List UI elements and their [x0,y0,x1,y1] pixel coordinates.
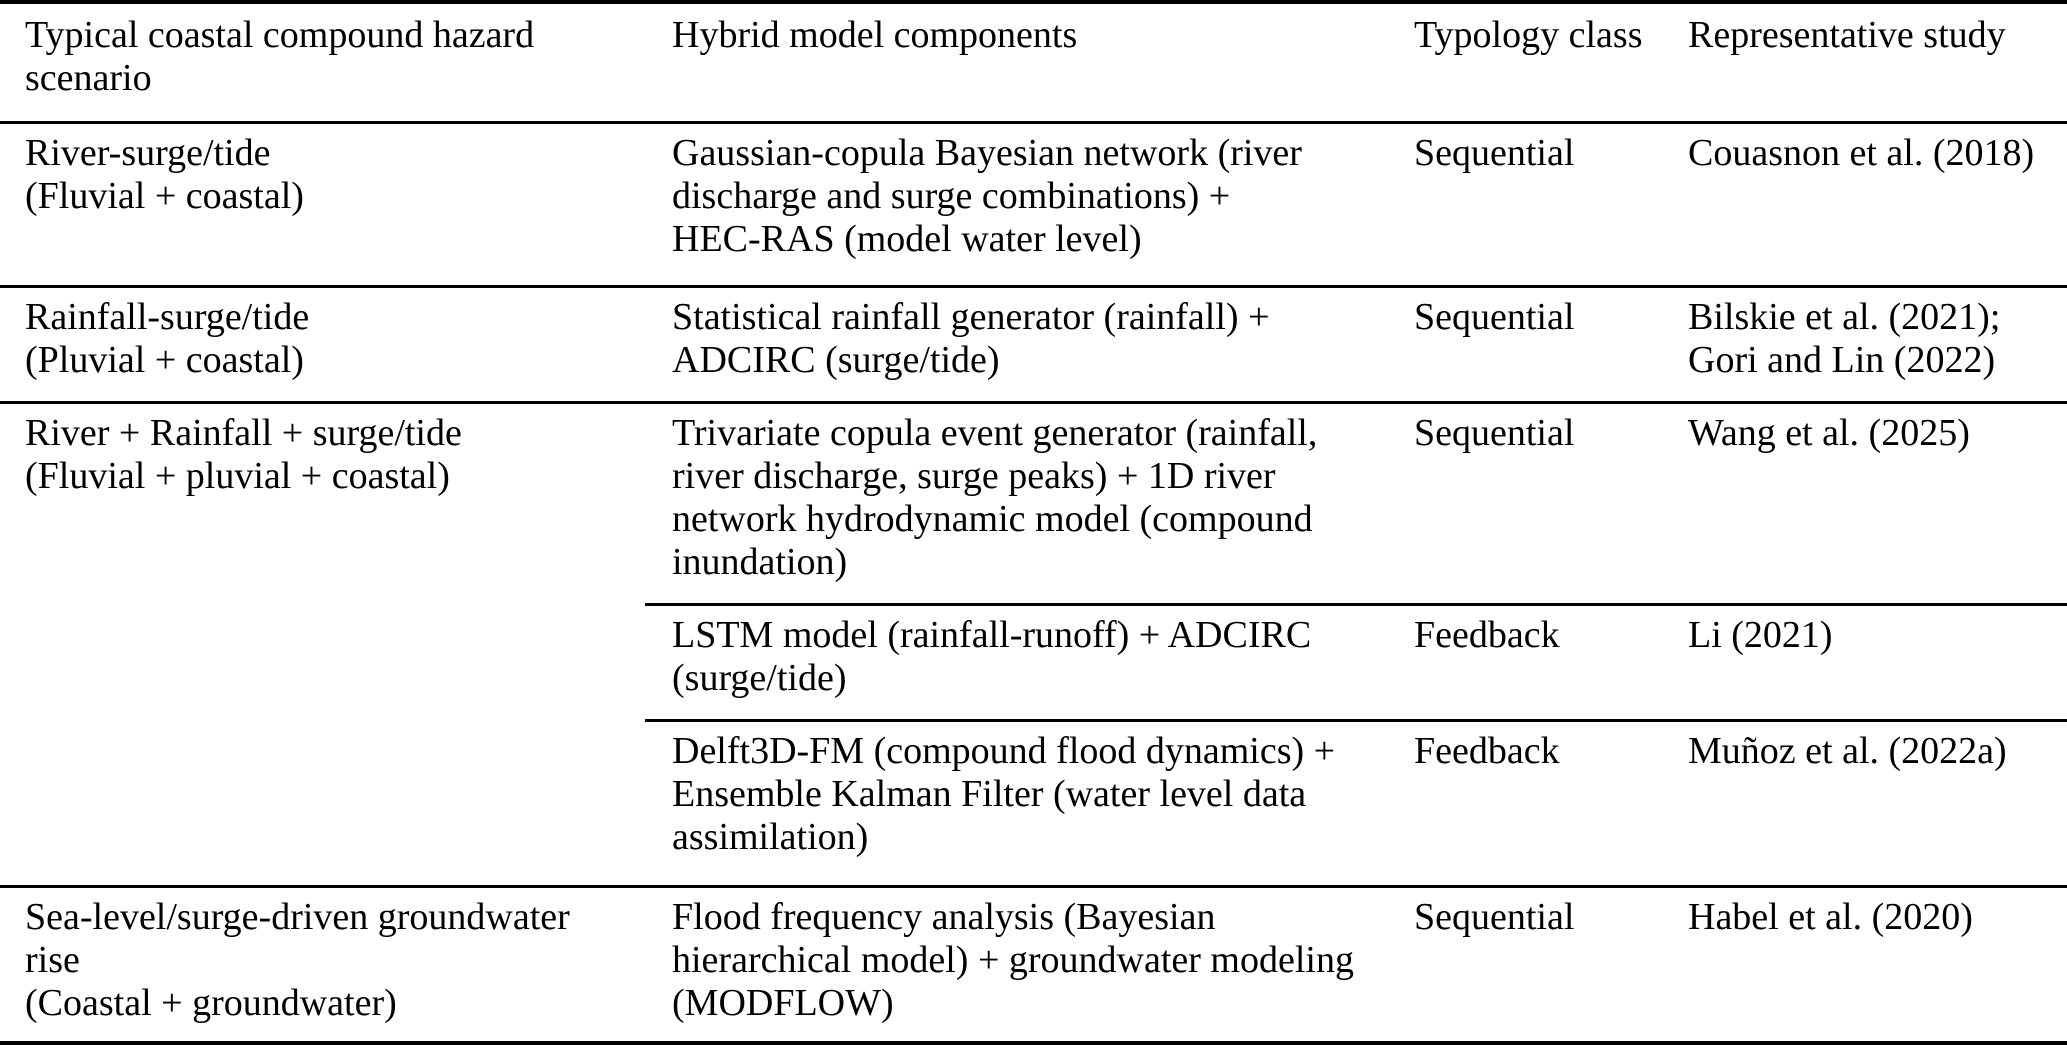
cell-components-trivariate-copula: Trivariate copula event generator (rainf… [645,401,1414,603]
cell-components-delft3d-enkf: Delft3D-FM (compound flood dynamics) + E… [645,719,1414,885]
cell-study-trivariate-copula: Wang et al. (2025) [1688,401,2067,603]
cell-components-lstm-adcirc: LSTM model (rainfall-runoff) + ADCIRC (s… [645,603,1414,719]
cell-scenario-rainfall-surge: Rainfall-surge/tide (Pluvial + coastal) [0,285,645,401]
cell-components-groundwater-rise: Flood frequency analysis (Bayesian hiera… [645,885,1414,1041]
header-cell-typology: Typology class [1414,14,1643,56]
cell-typology-delft3d-enkf: Feedback [1414,719,1688,885]
cell-typology-rainfall-surge: Sequential [1414,285,1688,401]
cell-components-river-surge: Gaussian-copula Bayesian network (river … [645,121,1414,285]
cell-scenario-river-surge: River-surge/tide (Fluvial + coastal) [0,121,645,285]
cell-study-rainfall-surge: Bilskie et al. (2021); Gori and Lin (202… [1688,285,2067,401]
cell-typology-lstm-adcirc: Feedback [1414,603,1688,719]
cell-components-rainfall-surge: Statistical rainfall generator (rainfall… [645,285,1414,401]
cell-typology-river-surge: Sequential [1414,121,1688,285]
header-cell-scenario: Typical coastal compound hazard scenario [25,14,535,99]
header-cell-study: Representative study [1688,14,2006,56]
cell-study-delft3d-enkf: Muñoz et al. (2022a) [1688,719,2067,885]
cell-typology-trivariate-copula: Sequential [1414,401,1688,603]
cell-study-lstm-adcirc: Li (2021) [1688,603,2067,719]
cell-study-river-surge: Couasnon et al. (2018) [1688,121,2067,285]
cell-scenario-river-rainfall-surge: River + Rainfall + surge/tide (Fluvial +… [0,401,645,885]
cell-study-groundwater-rise: Habel et al. (2020) [1688,885,2067,1041]
cell-typology-groundwater-rise: Sequential [1414,885,1688,1041]
header-cell-components: Hybrid model components [672,14,1078,56]
cell-scenario-groundwater-rise: Sea-level/surge-driven groundwater rise … [0,885,645,1041]
